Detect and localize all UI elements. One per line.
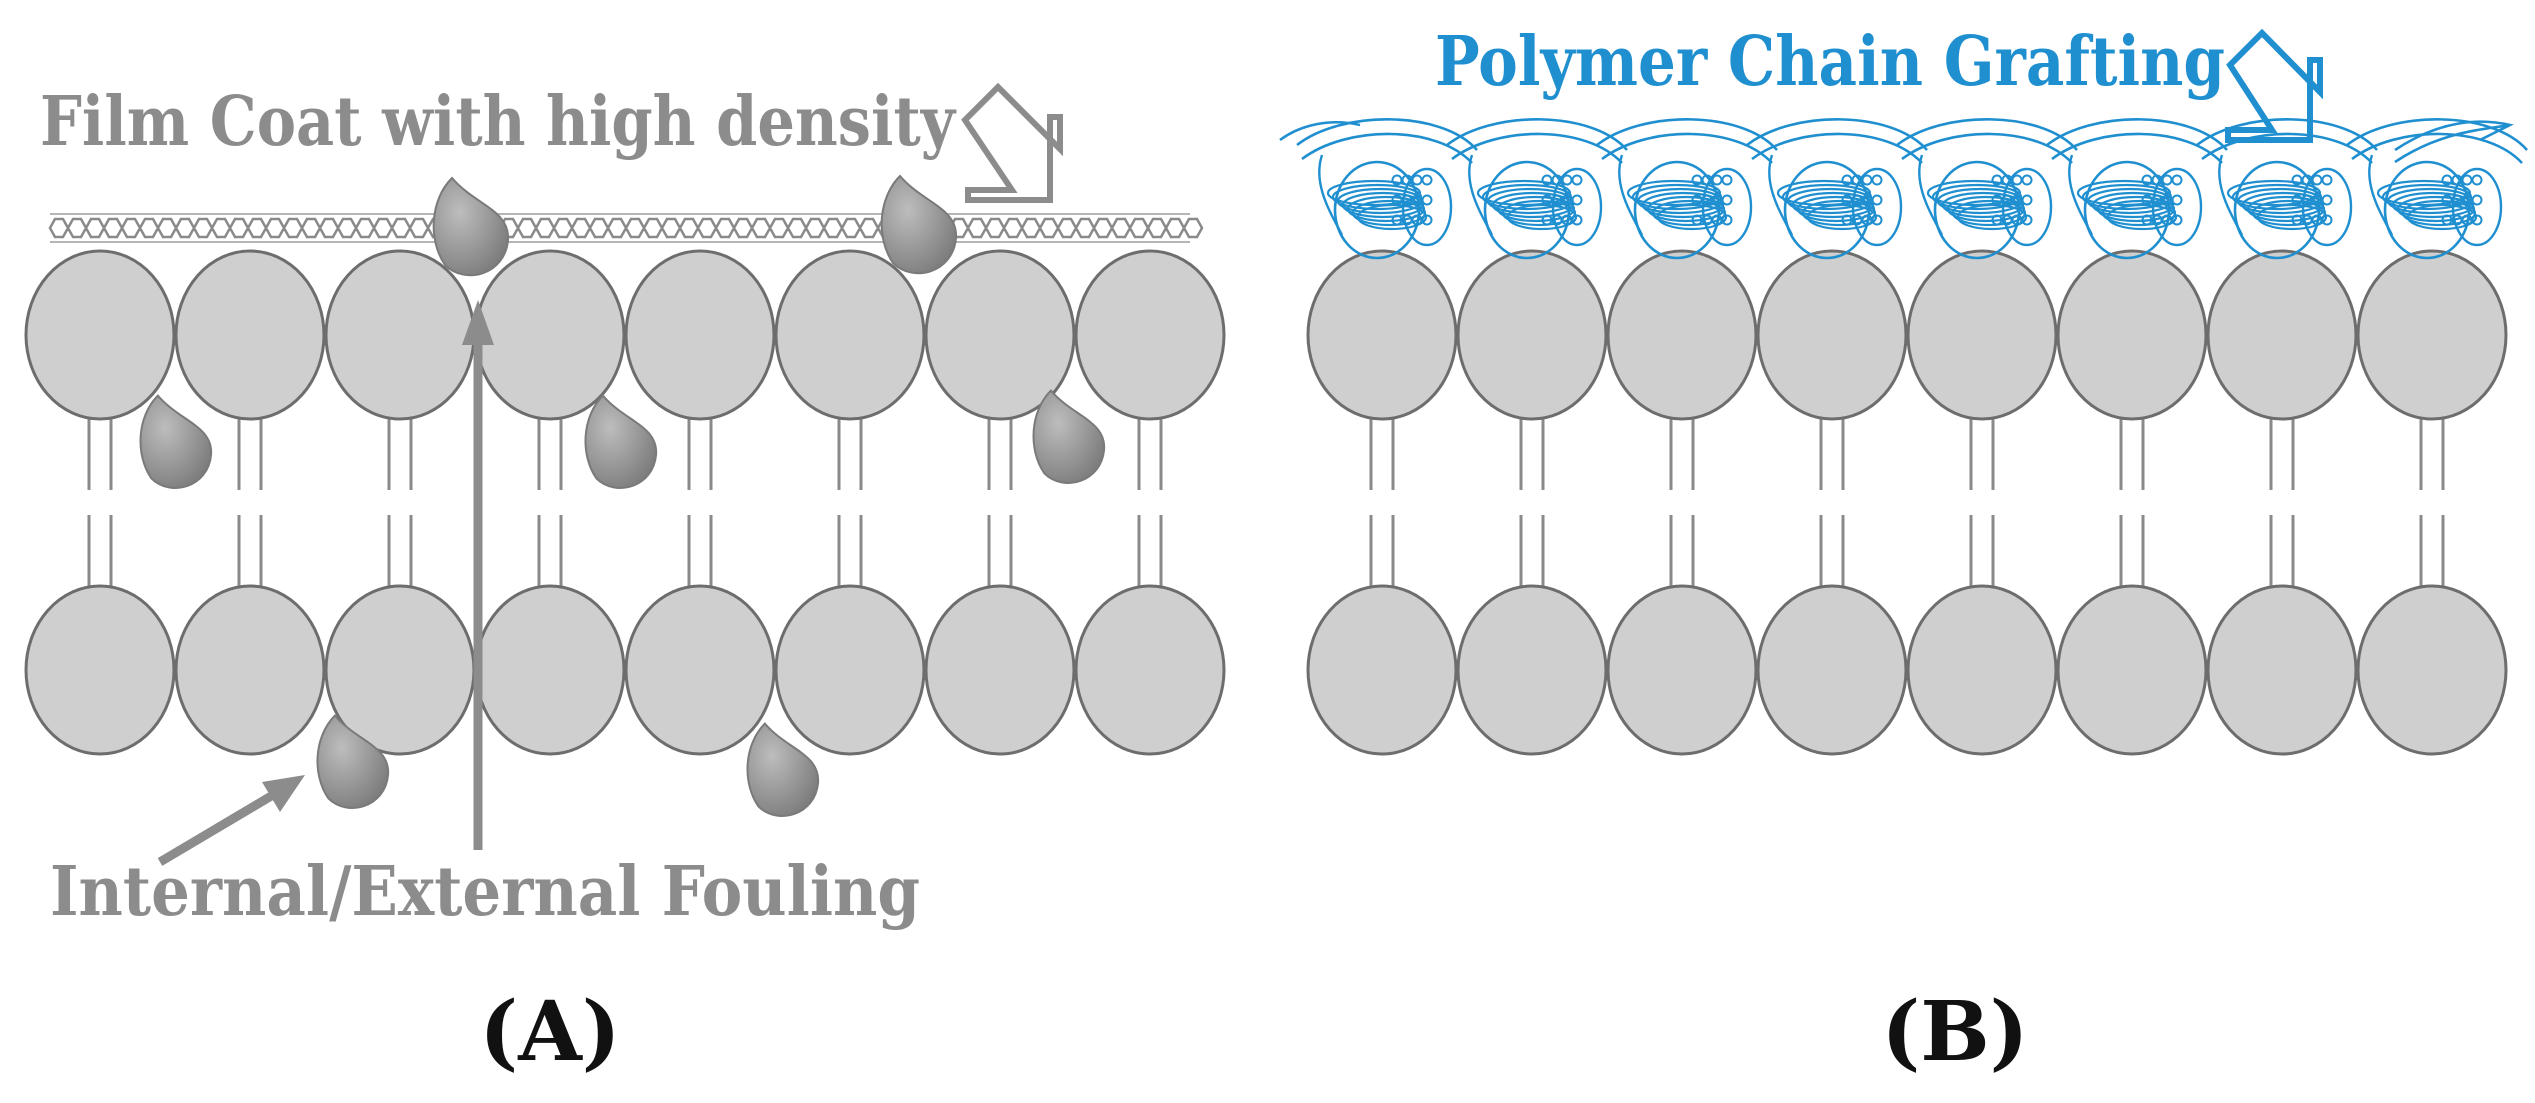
bilayer-bottom-heads-b <box>1306 584 2508 756</box>
lipid-head <box>1456 584 1608 756</box>
lipid-head <box>624 584 776 756</box>
bilayer-top-heads-b <box>1306 249 2508 421</box>
hollow-arrow-down-right-icon <box>961 82 1063 203</box>
bilayer-bottom-heads-a <box>24 584 1226 756</box>
film-coat-label: Film Coat with high density <box>40 82 957 162</box>
bilayer-top-heads-a <box>24 249 1226 421</box>
droplet-icon <box>584 394 658 489</box>
lipid-head <box>1074 249 1226 421</box>
lipid-head <box>2206 249 2358 421</box>
lipid-head <box>924 249 1076 421</box>
lipid-head <box>924 584 1076 756</box>
polymer-grafting-label: Polymer Chain Grafting <box>1435 22 2225 102</box>
droplet-icon <box>880 174 958 275</box>
lipid-head <box>174 249 326 421</box>
lipid-head <box>324 249 476 421</box>
lipid-head <box>24 249 176 421</box>
lipid-head <box>1306 249 1458 421</box>
lipid-head <box>474 249 626 421</box>
droplet-icon <box>139 394 213 489</box>
panel-b: Polymer Chain Grafting (B) <box>1279 22 2528 1080</box>
fouling-vertical-arrowhead <box>462 300 494 345</box>
panel-a: Film Coat with high density Internal/Ext… <box>24 82 1226 1080</box>
polymer-chain <box>1296 118 1478 260</box>
lipid-head <box>1906 249 2058 421</box>
polymer-chain <box>2046 118 2228 260</box>
film-coat-band <box>48 210 1190 246</box>
lipid-head <box>1074 584 1226 756</box>
foulant-droplets <box>139 174 1106 817</box>
droplet-icon <box>432 176 510 277</box>
lipid-head <box>2356 584 2508 756</box>
lipid-head <box>1606 584 1758 756</box>
lipid-head <box>1756 584 1908 756</box>
lipid-head <box>1606 249 1758 421</box>
polymer-chain-end <box>2394 120 2514 164</box>
polymer-chain <box>1746 118 1928 260</box>
lipid-head <box>624 249 776 421</box>
lipid-head <box>1456 249 1608 421</box>
polymer-chain <box>1446 118 1628 260</box>
fouling-diagonal-arrow <box>157 788 281 866</box>
fouling-label: Internal/External Fouling <box>50 852 920 932</box>
lipid-head <box>24 584 176 756</box>
polymer-chain <box>1596 118 1778 260</box>
droplet-icon <box>746 722 820 817</box>
lipid-head <box>1906 584 2058 756</box>
grafted-polymer-chains <box>1279 118 2528 260</box>
lipid-head <box>1756 249 1908 421</box>
bilayer-tails-b <box>1369 417 2445 588</box>
bilayer-tails-a <box>87 417 1163 588</box>
polymer-chain-start <box>1279 121 1361 142</box>
lipid-head <box>774 249 926 421</box>
droplet-icon <box>316 714 390 809</box>
film-coat-layer <box>48 210 1204 246</box>
lipid-head <box>174 584 326 756</box>
fouling-diagonal-arrowhead <box>262 775 305 812</box>
lipid-head <box>474 584 626 756</box>
polymer-chain <box>2346 118 2528 260</box>
panel-b-caption: (B) <box>1882 984 2029 1080</box>
polymer-chain <box>2196 118 2378 260</box>
lipid-head <box>2056 584 2208 756</box>
lipid-head <box>2206 584 2358 756</box>
lipid-head <box>2356 249 2508 421</box>
lipid-head <box>1306 584 1458 756</box>
droplet-icon <box>1032 389 1106 484</box>
lipid-head <box>774 584 926 756</box>
panel-a-caption: (A) <box>479 984 620 1080</box>
lipid-head <box>2056 249 2208 421</box>
polymer-chain <box>1896 118 2078 260</box>
film-coat-chain <box>48 217 1204 239</box>
hollow-arrow-down-right-icon <box>2225 28 2323 143</box>
